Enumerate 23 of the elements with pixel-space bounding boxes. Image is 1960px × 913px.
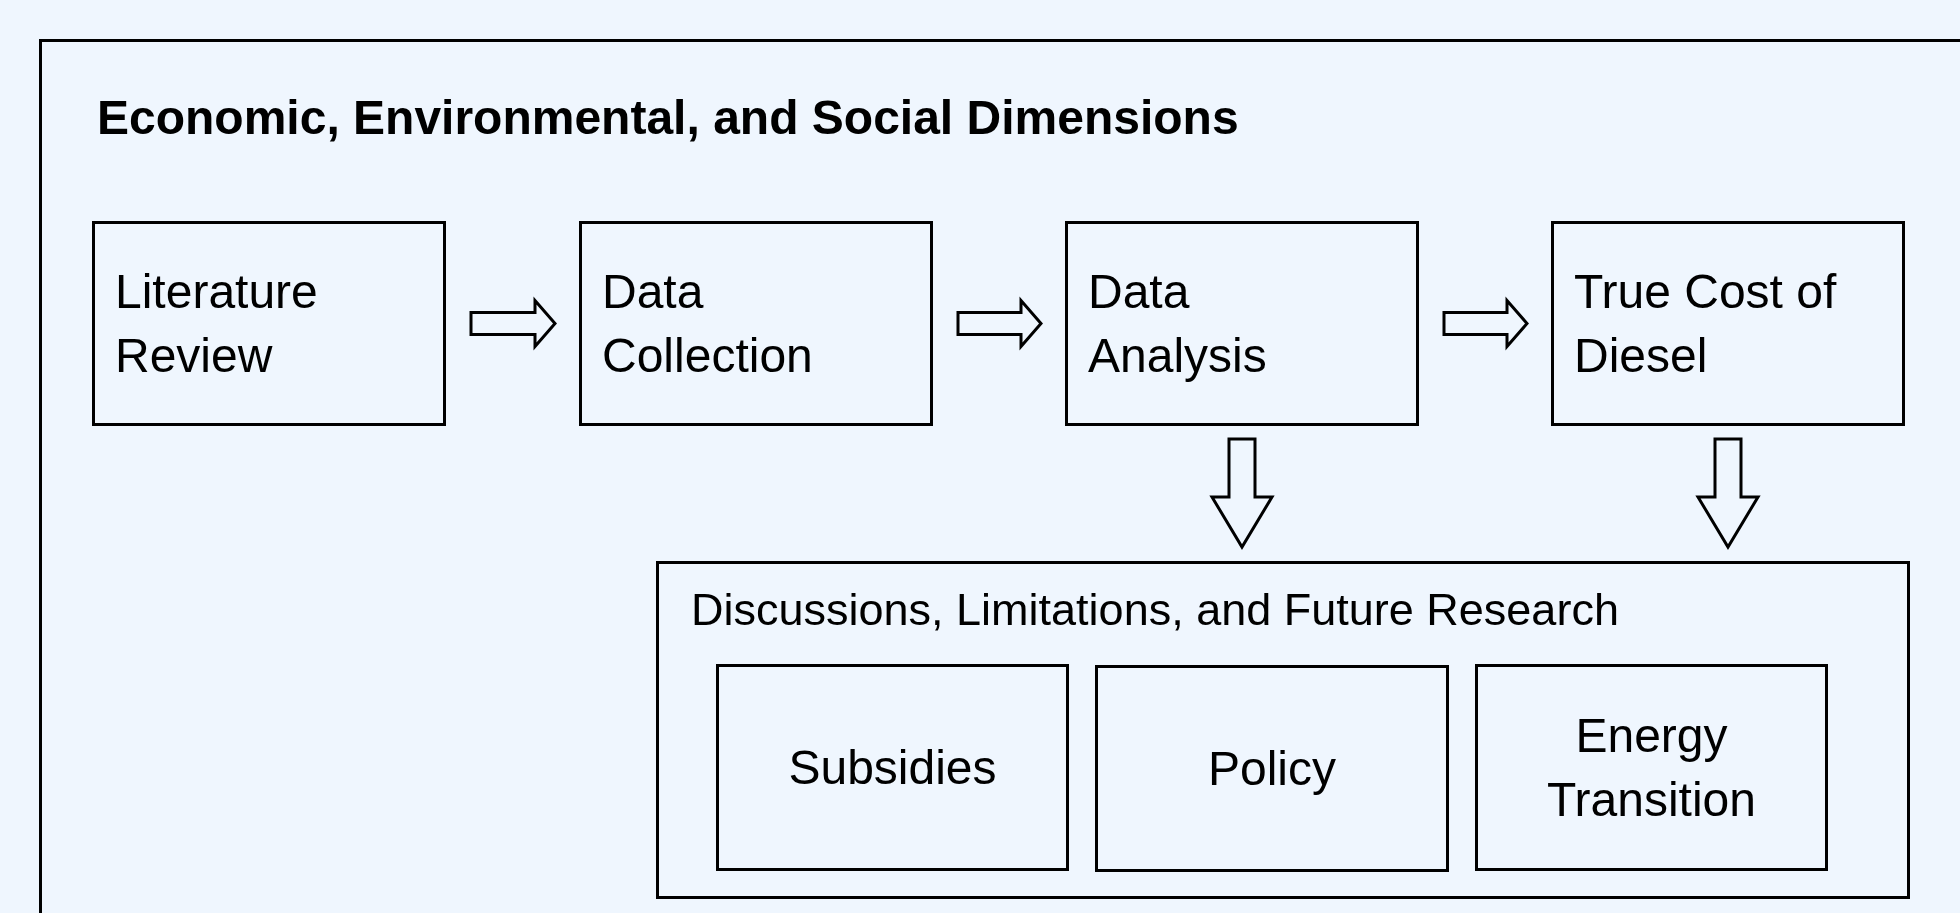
process-box	[579, 221, 933, 426]
box-label: Subsidies	[788, 739, 997, 796]
box-label: Energy Transition	[1546, 707, 1757, 828]
frame-box	[39, 39, 1960, 913]
box-label: Data Collection	[602, 263, 814, 384]
box-label: Data Analysis	[1088, 263, 1268, 384]
group-box	[656, 561, 1910, 899]
box-label: Policy	[1207, 740, 1336, 797]
box-label: True Cost of Diesel	[1574, 263, 1838, 384]
group-heading: Discussions, Limitations, and Future Research	[691, 584, 1619, 636]
process-box	[92, 221, 446, 426]
block-arrow	[469, 296, 557, 351]
process-box	[1065, 221, 1419, 426]
box-label: Literature Review	[115, 263, 319, 384]
process-box	[1551, 221, 1905, 426]
process-box	[1475, 664, 1828, 871]
block-arrow	[1695, 437, 1761, 550]
block-arrow	[956, 296, 1043, 351]
diagram-heading: Economic, Environmental, and Social Dimensions	[97, 90, 1239, 145]
process-box	[716, 664, 1069, 871]
block-arrow	[1209, 437, 1275, 550]
block-arrow	[1442, 296, 1529, 351]
process-box	[1095, 665, 1449, 872]
